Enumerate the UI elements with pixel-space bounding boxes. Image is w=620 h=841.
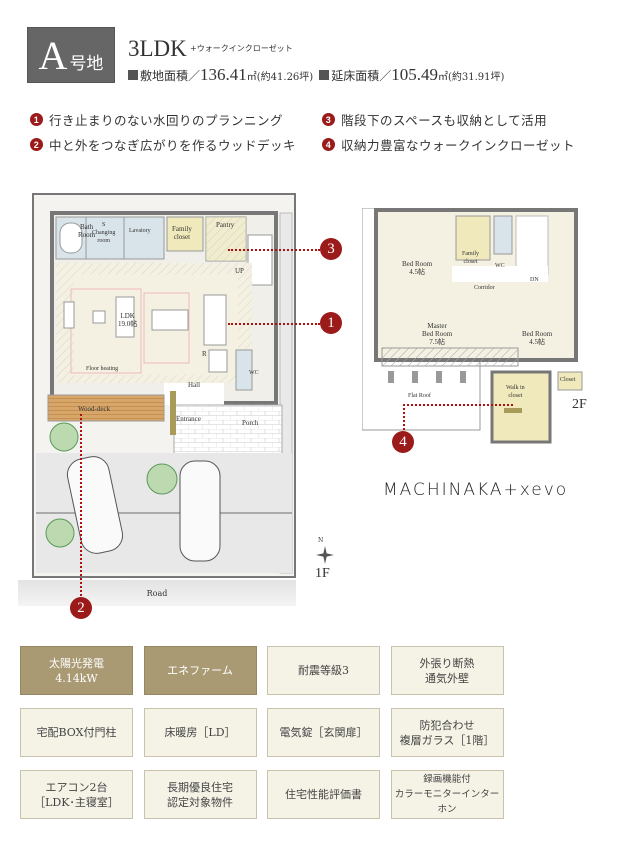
feature-text: 収納力豊富なウォークインクローゼット	[341, 138, 576, 153]
road-label: Road	[18, 580, 296, 606]
callout-line-2	[80, 414, 82, 596]
feature-text: 中と外をつなぎ広がりを作るウッドデッキ	[49, 138, 297, 153]
number-badge: 3	[322, 113, 335, 126]
feature-item: 1 行き止まりのない水回りのプランニング	[30, 110, 322, 129]
room-porch: Porch	[242, 419, 259, 427]
room-bed-2: Bed Room 4.5帖	[522, 330, 553, 346]
spec-long-term-housing: 長期優良住宅 認定対象物件	[143, 770, 257, 819]
square-bullet-icon	[319, 70, 330, 80]
room-entrance: Entrance	[176, 415, 201, 423]
square-bullet-icon	[128, 70, 138, 80]
callout-4: 4	[392, 431, 414, 453]
spec-insulation: 外張り断熱 通気外壁	[390, 646, 504, 695]
floor-label-2f: 2F	[572, 397, 587, 412]
lot-letter: A	[38, 33, 68, 78]
layout-type: 3LDK	[128, 36, 187, 61]
spec-floor-heating: 床暖房［LD］	[143, 708, 257, 757]
room-master-bed: Master Bed Room 7.5帖	[422, 322, 453, 346]
number-badge: 4	[322, 138, 335, 151]
site-area-unit: ㎡(約41.26坪)	[246, 72, 314, 83]
floor-area-value: 105.49	[391, 65, 438, 84]
spec-electric-lock: 電気錠［玄関扉］	[267, 708, 380, 757]
room-walk-in-closet: Walk in closet	[506, 385, 525, 399]
feature-item: 3 階段下のスペースも収納として活用	[322, 110, 610, 129]
stairs-down-label: DN	[530, 277, 539, 283]
spec-solar: 太陽光発電 4.14kW	[20, 646, 133, 695]
room-wood-deck: Wood-deck	[78, 405, 111, 413]
spec-aircon: エアコン2台 ［LDK･主寝室］	[20, 770, 133, 819]
callout-line-4v	[403, 404, 405, 430]
room-corridor: Corridor	[474, 285, 495, 291]
site-area-value: 136.41	[200, 65, 247, 84]
compass-icon	[316, 546, 334, 564]
callout-line-1	[228, 323, 320, 325]
feature-text: 行き止まりのない水回りのプランニング	[49, 113, 284, 128]
lot-badge: A 号地	[27, 27, 115, 83]
brand-logo: MACHINAKA+xevo	[383, 480, 569, 500]
spec-performance-report: 住宅性能評価書	[267, 770, 380, 819]
callout-line-3	[228, 249, 320, 251]
callout-1: 1	[320, 312, 342, 334]
callout-3: 3	[320, 238, 342, 260]
spec-intercom: 録画機能付 カラーモニターインターホン	[390, 770, 504, 819]
spec-delivery-box: 宅配BOX付門柱	[20, 708, 133, 757]
floor-label-1f: 1F	[315, 566, 330, 581]
spec-security-glass: 防犯合わせ 複層ガラス［1階］	[390, 708, 504, 757]
spec-enefarm: エネファーム	[143, 646, 257, 695]
room-ldk: LDK 19.0帖	[118, 312, 138, 328]
area-info: 敷地面積／ 136.41 ㎡(約41.26坪) 延床面積／ 105.49 ㎡(約…	[128, 65, 504, 85]
number-badge: 2	[30, 138, 43, 151]
floor-plan-2f-drawing	[362, 208, 583, 444]
floor-area-label: 延床面積／	[331, 69, 392, 83]
feature-text: 階段下のスペースも収納として活用	[341, 113, 548, 128]
callout-line-4h	[403, 404, 513, 406]
room-family-closet-2f: Family closet	[462, 251, 480, 265]
room-wc-2f: WC	[495, 263, 505, 269]
room-refrigerator: R	[202, 350, 207, 358]
floor-area-unit: ㎡(約31.91坪)	[437, 72, 505, 83]
room-bath: Bath Room	[78, 223, 96, 239]
spec-grid: 太陽光発電 4.14kW エネファーム 耐震等級3 外張り断熱 通気外壁 宅配B…	[20, 646, 604, 819]
room-bed-1: Bed Room 4.5帖	[402, 260, 433, 276]
number-badge: 1	[30, 113, 43, 126]
compass-n-label: N	[318, 537, 324, 544]
feature-list: 1 行き止まりのない水回りのプランニング 3 階段下のスペースも収納として活用 …	[30, 110, 610, 154]
room-changing: S Changing room	[92, 222, 116, 244]
room-family-closet: Family closet	[172, 225, 192, 241]
flat-roof-label: Flat Roof	[408, 393, 431, 399]
lot-suffix: 号地	[69, 54, 104, 74]
room-pantry: Pantry	[216, 221, 235, 229]
feature-item: 4 収納力豊富なウォークインクローゼット	[322, 135, 610, 154]
layout-extra: +ウォークインクローゼット	[190, 44, 293, 53]
room-wc: WC	[249, 370, 259, 376]
floor-heating-label: Floor heating	[86, 366, 119, 372]
floor-plan-1f-drawing	[36, 211, 293, 574]
room-hall: Hall	[188, 381, 201, 389]
floor-plan-2f: Bed Room 4.5帖 Family closet WC DN Corrid…	[362, 208, 584, 444]
room-lavatory: Lavatory	[129, 228, 151, 234]
stairs-up-label: UP	[235, 267, 244, 275]
spec-seismic: 耐震等級3	[267, 646, 380, 695]
callout-2: 2	[70, 597, 92, 619]
feature-item: 2 中と外をつなぎ広がりを作るウッドデッキ	[30, 135, 322, 154]
site-area-label: 敷地面積／	[140, 69, 201, 83]
room-closet: Closet	[560, 377, 576, 383]
